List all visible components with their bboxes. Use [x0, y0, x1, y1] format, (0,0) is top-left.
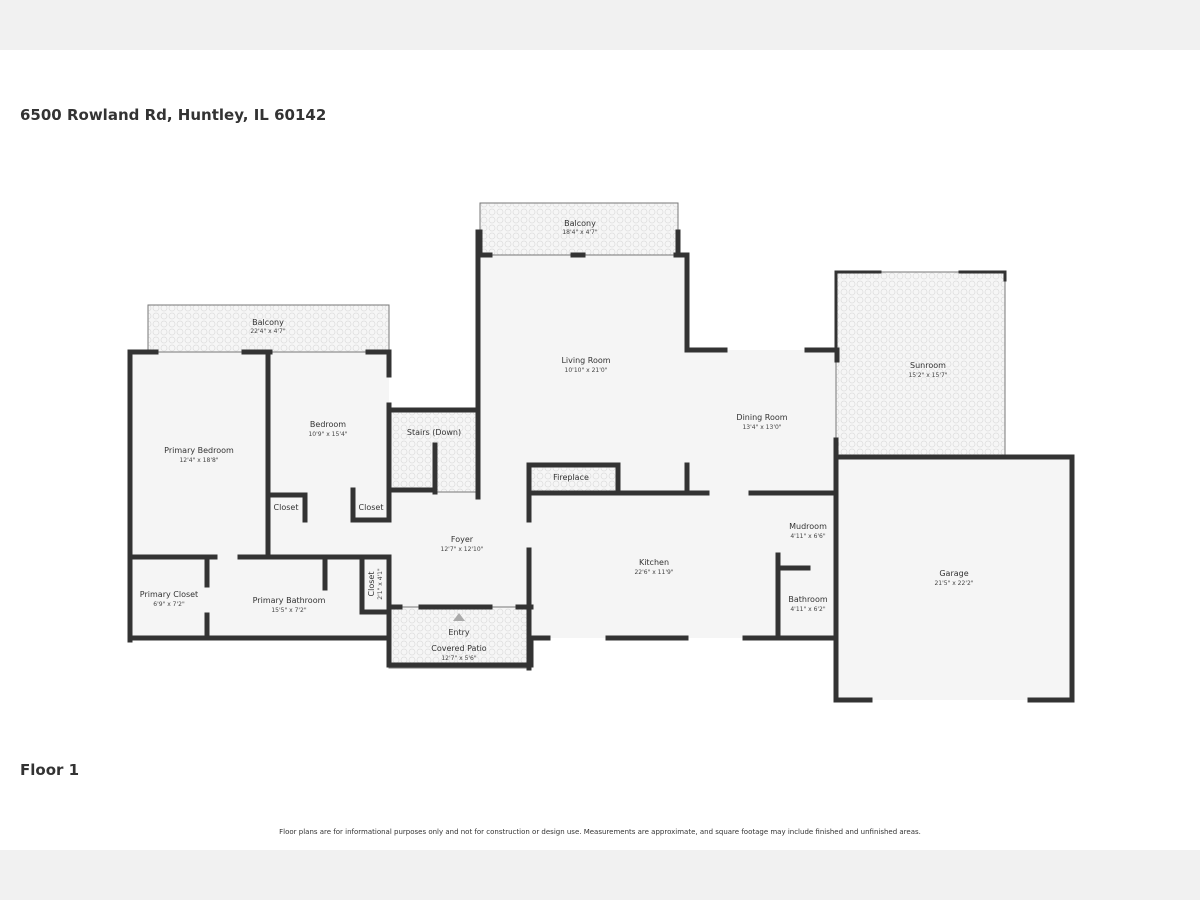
room-name: Balcony [564, 219, 596, 228]
disclaimer: Floor plans are for informational purpos… [279, 828, 921, 836]
room-dim: 12'7" x 12'10" [441, 546, 484, 553]
room-name: Balcony [252, 318, 284, 327]
room-dim: 15'5" x 7'2" [271, 607, 307, 614]
room-dim: 18'4" x 4'7" [562, 229, 598, 236]
room-name: Dining Room [736, 413, 787, 422]
room-dim: 12'4" x 18'8" [179, 457, 218, 464]
room-name: Bedroom [310, 420, 346, 429]
room-labels: Balcony 22'4" x 4'7" Primary Bedroom 12'… [140, 219, 974, 662]
floor-label: Floor 1 [20, 761, 80, 779]
room-name: Closet [274, 503, 299, 512]
bottom-band [0, 850, 1200, 900]
room-dim: 4'11" x 6'2" [790, 606, 826, 613]
address-title: 6500 Rowland Rd, Huntley, IL 60142 [20, 106, 327, 124]
room-dim: 21'5" x 22'2" [934, 580, 973, 587]
room-dim: 2'1" x 4'1" [377, 568, 384, 600]
room-name: Entry [448, 628, 470, 637]
room-name: Primary Bathroom [253, 596, 326, 605]
room-floors [130, 202, 1072, 700]
room-dim: 22'4" x 4'7" [250, 328, 286, 335]
walls [127, 229, 1075, 703]
room-name: Mudroom [789, 522, 827, 531]
top-band [0, 0, 1200, 50]
room-name: Bathroom [788, 595, 828, 604]
room-name: Covered Patio [431, 644, 487, 653]
room-dim: 10'9" x 15'4" [308, 431, 347, 438]
room-dim: 22'6" x 11'9" [634, 569, 673, 576]
room-dim: 10'10" x 21'0" [565, 367, 608, 374]
room-name: Stairs (Down) [407, 428, 461, 437]
room-dim: 4'11" x 6'6" [790, 533, 826, 540]
room-dim: 6'9" x 7'2" [153, 601, 185, 608]
room-name: Sunroom [910, 361, 946, 370]
room-name: Living Room [561, 356, 610, 365]
room-name: Closet [367, 572, 376, 597]
room-name: Primary Bedroom [164, 446, 234, 455]
room-dim: 12'7" x 5'6" [441, 655, 477, 662]
room-name: Closet [359, 503, 384, 512]
balcony-left-area [147, 304, 390, 353]
entry-arrow-icon [453, 613, 465, 621]
sunroom-area [835, 271, 1006, 456]
room-name: Garage [939, 569, 968, 578]
room-name: Kitchen [639, 558, 669, 567]
room-dim: 15'2" x 15'7" [908, 372, 947, 379]
fireplace-area [528, 464, 619, 494]
room-name: Fireplace [553, 473, 589, 482]
room-name: Primary Closet [140, 590, 198, 599]
room-name: Foyer [451, 535, 474, 544]
room-dim: 13'4" x 13'0" [742, 424, 781, 431]
